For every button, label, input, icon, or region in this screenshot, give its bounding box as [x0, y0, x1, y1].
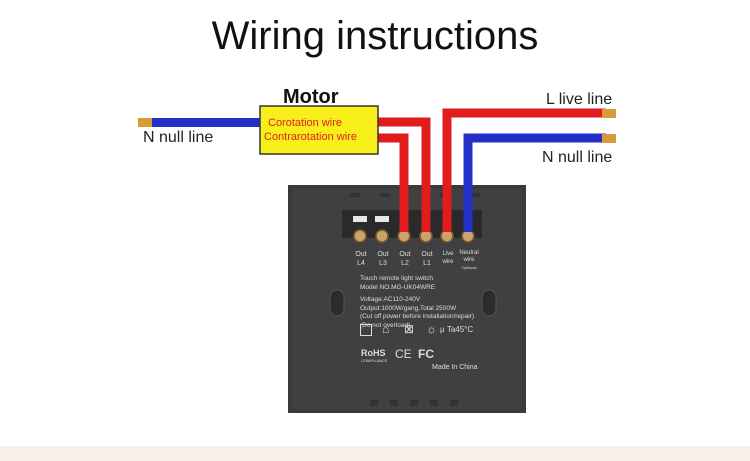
rohs-mark: RoHS COMPLIANCE	[361, 348, 388, 363]
double-insulation-icon	[360, 324, 372, 336]
made-in-label: Made In China	[432, 364, 478, 371]
ce-mark: CE	[395, 347, 412, 361]
footer-band	[0, 446, 750, 461]
weee-bin-icon: ⊠	[404, 322, 415, 336]
fc-mark: FC	[418, 347, 434, 361]
page-title: Wiring instructions	[211, 14, 539, 58]
l-live-line-label: L live line	[546, 91, 613, 108]
motor-label: Motor	[283, 86, 339, 108]
corotation-label: Corotation wire	[268, 117, 342, 129]
wire-n-null-left	[138, 118, 262, 127]
certification-icons: ⌂ ⊠ ☼ μ Ta45°C	[360, 322, 480, 342]
n-null-line-left-label: N null line	[143, 129, 214, 146]
sun-icon: ☼	[426, 322, 437, 336]
wire-corotation	[376, 117, 431, 232]
n-null-line-right-label: N null line	[542, 149, 613, 166]
device-spec-text: Touch remote light switch Model NO.MG-UK…	[360, 275, 475, 329]
contrarotation-label: Contrarotation wire	[264, 131, 357, 143]
temperature-rating: μ Ta45°C	[440, 325, 474, 334]
wire-contrarotation	[376, 133, 409, 232]
motor-box	[259, 105, 379, 155]
wire-n-null-right	[463, 133, 616, 232]
terminal-screws	[353, 216, 475, 243]
home-icon: ⌂	[382, 322, 390, 336]
wire-l-live	[442, 108, 616, 232]
